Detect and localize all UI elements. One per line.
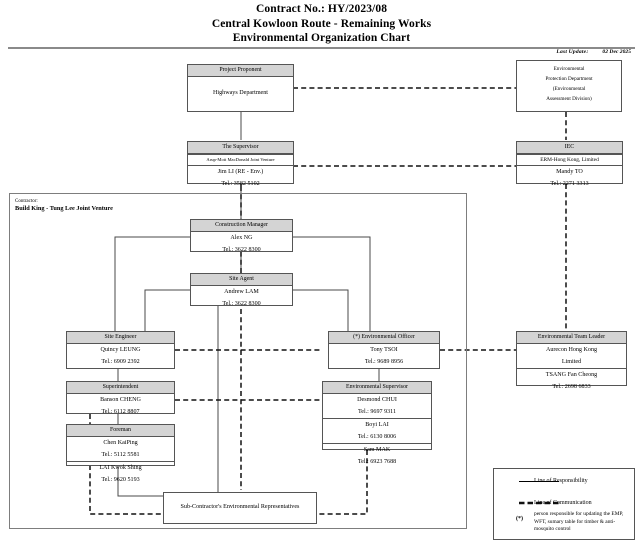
box-subcontractor-representatives[interactable]: Sub-Contractor's Environmental Represent… (163, 492, 317, 524)
superintendent-title: Superintendent (67, 382, 174, 394)
legend-asterisk-note: person responsible for updating the EMP,… (534, 511, 624, 533)
box-supervisor[interactable]: The Supervisor Arup-Mott MacDonald Joint… (187, 141, 294, 187)
environmental-supervisor-tel-2: Tel.: 6130 8006 (357, 434, 397, 440)
site-agent-person: Andrew LAM (224, 289, 259, 295)
construction-manager-tel: Tel.: 3622 8300 (222, 247, 261, 253)
epd-line2: Protection Department (545, 76, 593, 82)
supervisor-title: The Supervisor (188, 142, 293, 154)
superintendent-person: Banson CHENG (100, 397, 141, 403)
foreman-title: Foreman (67, 425, 174, 437)
site-engineer-person: Quincy LEUNG (100, 347, 141, 353)
environmental-team-leader-title: Environmental Team Leader (517, 332, 626, 344)
environmental-supervisor-title: Environmental Supervisor (323, 382, 431, 394)
project-proponent-title: Project Proponent (188, 65, 293, 77)
environmental-officer-title: (*) Environmental Officer (329, 332, 439, 344)
environmental-officer-person: Tony TSOI (370, 347, 398, 353)
legend-box (493, 468, 635, 540)
environmental-supervisor-tel-1: Tel.: 9697 9311 (357, 409, 397, 415)
environmental-team-leader-org1: Aurecon Hong Kong (545, 347, 598, 353)
box-epd[interactable]: Environmental Protection Department (Env… (516, 60, 622, 112)
supervisor-tel: Tel.: 3582 5102 (221, 181, 260, 187)
environmental-supervisor-person-2: Boyi LAI (323, 418, 431, 431)
environmental-team-leader-org2: Limited (561, 359, 582, 365)
epd-line4: Assessment Division) (546, 96, 592, 102)
site-agent-tel: Tel.: 3622 8300 (222, 301, 261, 307)
iec-person: Mandy TO (517, 165, 622, 178)
superintendent-tel: Tel.: 6112 8807 (101, 409, 140, 415)
contractor-label: Contractor: (15, 199, 38, 204)
contractor-frame (9, 193, 467, 529)
box-foreman[interactable]: Foreman Chen KaiPing Tel.: 5112 5581 LAI… (66, 424, 175, 483)
box-superintendent[interactable]: Superintendent Banson CHENG Tel.: 6112 8… (66, 381, 175, 415)
project-proponent-org: Highways Department (213, 90, 268, 96)
environmental-supervisor-person-3: Sam MAK (323, 443, 431, 456)
legend-responsibility-label: Line of Responsibility (534, 478, 588, 484)
foreman-person-2: LAI Kwok Shing (67, 461, 174, 474)
legend-dashed-line-icon (519, 501, 560, 505)
project-name: Central Kowloon Route - Remaining Works (211, 17, 432, 30)
supervisor-org: Arup-Mott MacDonald Joint Venture (188, 154, 293, 165)
box-environmental-officer[interactable]: (*) Environmental Officer Tony TSOI Tel.… (328, 331, 440, 369)
last-update: Last Update: 02 Dec 2025 (556, 49, 631, 55)
subcontractor-title: Sub-Contractor's Environmental Represent… (180, 504, 300, 511)
foreman-tel-1: Tel.: 5112 5581 (101, 452, 140, 458)
box-site-agent[interactable]: Site Agent Andrew LAM Tel.: 3622 8300 (190, 273, 293, 307)
epd-line3: (Environmental (552, 86, 586, 92)
iec-tel: Tel.: 2271 3313 (550, 181, 589, 187)
legend-asterisk-marker: (*) (516, 516, 523, 522)
environmental-team-leader-person: TSANG Fan Cheong (517, 368, 626, 381)
last-update-label: Last Update: (556, 49, 589, 55)
box-site-engineer[interactable]: Site Engineer Quincy LEUNG Tel.: 6909 23… (66, 331, 175, 369)
environmental-officer-tel: Tel.: 9689 8956 (364, 359, 404, 365)
box-construction-manager[interactable]: Construction Manager Alex NG Tel.: 3622 … (190, 219, 293, 253)
supervisor-person: Jim LI (RE - Env.) (188, 165, 293, 178)
construction-manager-person: Alex NG (230, 235, 253, 241)
page-title: Contract No.: HY/2023/08 Central Kowloon… (0, 2, 643, 46)
site-agent-title: Site Agent (191, 274, 292, 286)
last-update-value: 02 Dec 2025 (602, 49, 631, 55)
foreman-tel-2: Tel.: 9620 5193 (101, 477, 140, 483)
chart-name: Environmental Organization Chart (232, 32, 411, 44)
epd-line1: Environmental (553, 66, 585, 72)
title-divider (8, 47, 635, 49)
legend-solid-line-icon (519, 481, 559, 482)
site-engineer-title: Site Engineer (67, 332, 174, 344)
environmental-supervisor-tel-3: Tel.: 6923 7688 (357, 459, 397, 465)
contractor-name: Build King - Tung Lee Joint Venture (15, 205, 113, 212)
box-environmental-team-leader[interactable]: Environmental Team Leader Aurecon Hong K… (516, 331, 627, 390)
construction-manager-title: Construction Manager (191, 220, 292, 232)
contract-number: Contract No.: HY/2023/08 (255, 3, 388, 15)
site-engineer-tel: Tel.: 6909 2392 (101, 359, 140, 365)
iec-org: ERM-Hong Kong, Limited (517, 154, 622, 165)
box-iec[interactable]: IEC ERM-Hong Kong, Limited Mandy TO Tel.… (516, 141, 623, 187)
foreman-person-1: Chen KaiPing (103, 440, 138, 446)
legend-communication-label: Line of Communication (534, 500, 592, 506)
iec-title: IEC (517, 142, 622, 154)
environmental-team-leader-tel: Tel.: 2698 6833 (552, 384, 591, 390)
box-environmental-supervisor[interactable]: Environmental Supervisor Desmond CHUI Te… (322, 381, 432, 465)
environmental-supervisor-person-1: Desmond CHUI (357, 397, 397, 403)
box-project-proponent[interactable]: Project Proponent Highways Department (187, 64, 294, 112)
